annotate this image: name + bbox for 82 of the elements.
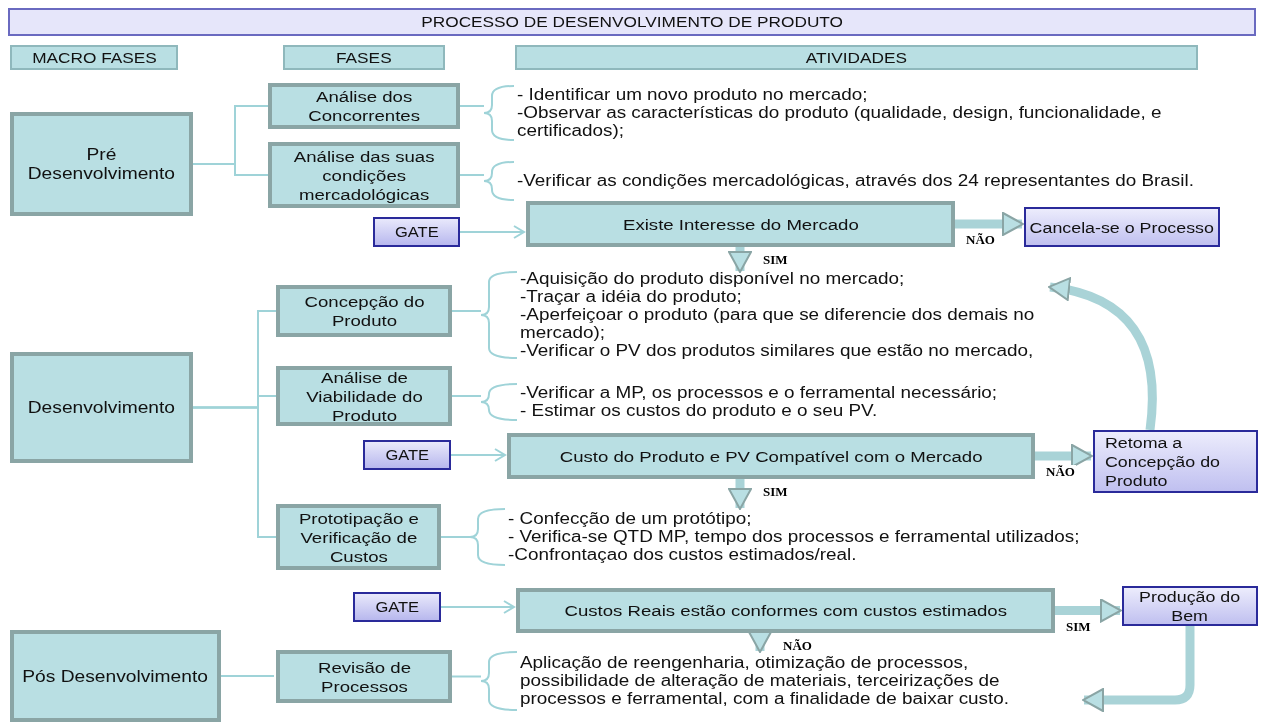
activity-text: - Verifica-se QTD MP, tempo dos processos e ferramental utilizados;: [508, 528, 1081, 546]
outcome-box: [1093, 430, 1258, 493]
column-heading: ATIVIDADES: [804, 48, 909, 67]
activity-text: - Estimar os custos do produto e o seu PV.: [520, 402, 879, 420]
block-arrow: [1055, 598, 1122, 623]
connector-line: [459, 161, 515, 201]
arrow: [450, 448, 506, 462]
activity-text: -Traçar a idéia do produto;: [520, 288, 743, 306]
connector-line: [220, 675, 275, 677]
decision-box: [516, 588, 1055, 633]
activity-text: - Identificar um novo produto no mercado;: [517, 86, 869, 104]
block-arrow: [728, 247, 752, 273]
activity-text: -Verificar o PV dos produtos similares que estão no mercado,: [520, 342, 1035, 360]
phase-name: Análise das suas condições mercadológicas: [292, 146, 436, 204]
decision-box: [526, 201, 955, 247]
phase-name: Concepção do Produto: [303, 292, 425, 330]
column-heading: FASES: [335, 48, 393, 67]
phase-box: [276, 285, 452, 337]
connector-line: [192, 406, 277, 538]
block-arrow: [748, 631, 772, 653]
header-band: [10, 45, 178, 70]
connector-line: [451, 383, 518, 421]
connector-line: [459, 85, 515, 141]
phase-box: [268, 83, 460, 129]
activity-text: Aplicação de reengenharia, otimização de processos, possibilidade de alteração de materiais, terceirizações de processos e ferramental, com a finalidade de baixar custo.: [520, 654, 1011, 708]
activity-text: -Verificar a MP, os processos e o ferramental necessário;: [520, 384, 999, 402]
header-band: [283, 45, 445, 70]
phase-box: [268, 142, 460, 208]
block-arrow: [728, 479, 752, 510]
activity-text: -Aperfeiçoar o produto (para que se diferencie dos demais no mercado);: [520, 306, 1036, 342]
outcome-text: Retoma a Concepção do Produto: [1105, 433, 1221, 490]
phase-name: Desenvolvimento: [26, 398, 177, 417]
edge-label: NÃO: [1045, 465, 1076, 479]
block-arrow: [955, 212, 1024, 236]
gate-box: [353, 592, 441, 622]
phase-name: Pré Desenvolvimento: [26, 145, 177, 183]
macro-phase-box: [10, 630, 221, 722]
decision-box: [507, 433, 1035, 479]
connector-line: [451, 271, 518, 359]
heading-text: PROCESSO DE DESENVOLVIMENTO DE PRODUTO: [420, 13, 844, 31]
phase-box: [276, 504, 441, 570]
phase-name: Prototipação e Verificação de Custos: [297, 508, 420, 566]
phase-box: [276, 650, 452, 703]
arrow: [459, 225, 525, 239]
activity-text: -Observar as características do produto (qualidade, design, funcionalidade, e certificados);: [517, 104, 1163, 140]
outcome-text: Produção do Bem: [1138, 587, 1242, 625]
column-heading: MACRO FASES: [30, 48, 158, 67]
title-band: [8, 8, 1256, 36]
activity-text: - Confecção de um protótipo;: [508, 510, 753, 528]
macro-phase-box: [10, 112, 193, 216]
activity-text: -Verificar as condições mercadológicas, através dos 24 representantes do Brasil.: [517, 172, 1195, 190]
connector-line: [192, 163, 269, 176]
gate-box: [363, 440, 451, 470]
phase-name: Análise de Viabilidade do Produto: [304, 367, 424, 425]
decision-text: Custos Reais estão conformes com custos estimados: [563, 601, 1008, 620]
edge-label: SIM: [762, 485, 789, 499]
edge-label: NÃO: [965, 233, 996, 247]
block-arrow: [1082, 626, 1195, 712]
outcome-text: Cancela-se o Processo: [1028, 217, 1216, 237]
header-band: [515, 45, 1198, 70]
arrow: [440, 600, 515, 614]
connector-line: [440, 508, 506, 566]
phase-box: [276, 366, 452, 426]
block-arrow: [1048, 278, 1157, 431]
phase-name: Pós Desenvolvimento: [21, 666, 210, 686]
gate-label: GATE: [393, 223, 440, 241]
connector-line: [451, 651, 518, 711]
outcome-box: [1122, 586, 1258, 626]
activity-text: -Confrontaçao dos custos estimados/real.: [508, 546, 858, 564]
gate-label: GATE: [384, 446, 430, 464]
gate-box: [373, 217, 460, 247]
decision-text: Existe Interesse do Mercado: [621, 214, 860, 234]
phase-name: Revisão de Processos: [316, 657, 412, 696]
activity-text: -Aquisição do produto disponível no mercado;: [520, 270, 906, 288]
block-arrow: [1035, 444, 1093, 468]
outcome-box: [1024, 207, 1220, 247]
gate-label: GATE: [374, 598, 420, 616]
decision-text: Custo do Produto e PV Compatível com o Mercado: [558, 446, 984, 466]
phase-name: Análise dos Concorrentes: [307, 87, 421, 125]
edge-label: SIM: [762, 253, 789, 267]
edge-label: NÃO: [782, 639, 813, 653]
macro-phase-box: [10, 352, 193, 463]
